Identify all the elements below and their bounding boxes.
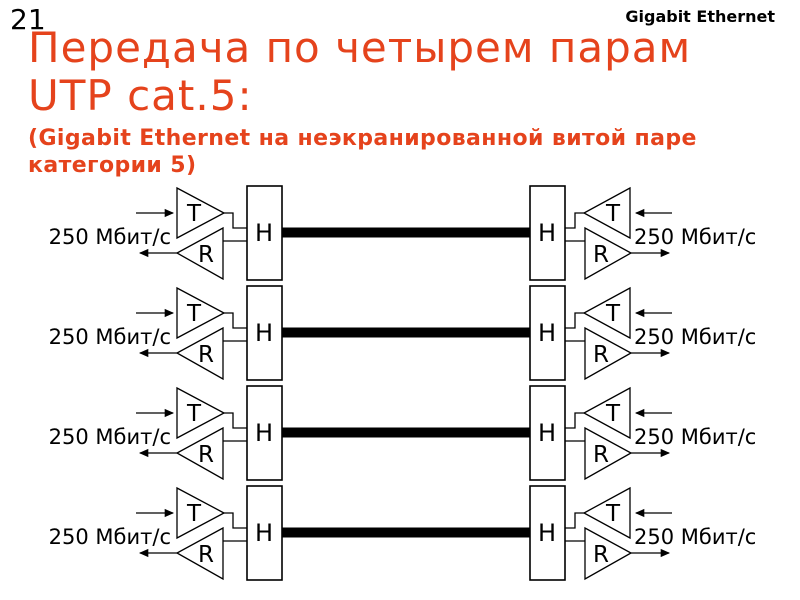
left-transmitter-link <box>224 212 247 229</box>
left-hybrid-label: H <box>255 219 273 247</box>
title-line-2: UTP cat.5: <box>28 71 253 120</box>
right-transmitter-triangle <box>582 286 631 340</box>
right-transmitter-link <box>565 412 584 429</box>
left-transmitter-triangle <box>176 386 226 440</box>
left-transmitter-triangle <box>176 286 226 340</box>
utp-pair-row-3: 250 Мбит/с T R H H T R 250 Мбит/с <box>49 385 756 481</box>
right-hybrid-box <box>529 485 566 581</box>
right-rate-label: 250 Мбит/с <box>634 225 756 249</box>
left-hybrid-box <box>246 385 283 481</box>
slide-title: Передача по четырем парам UTP cat.5: <box>28 24 691 120</box>
left-hybrid-label: H <box>255 519 273 547</box>
right-transmitter-label: T <box>605 201 621 227</box>
left-hybrid-label: H <box>255 419 273 447</box>
left-receiver-label: R <box>198 342 214 368</box>
right-hybrid-box <box>529 285 566 381</box>
left-transmitter-label: T <box>186 201 202 227</box>
slide-subtitle: (Gigabit Ethernet на неэкранированной ви… <box>28 125 697 179</box>
right-transmitter-link <box>565 212 584 229</box>
left-receiver-triangle <box>175 426 224 481</box>
right-transmitter-link <box>565 512 584 529</box>
right-hybrid-label: H <box>538 219 556 247</box>
right-transmitter-label: T <box>605 501 621 527</box>
right-receiver-triangle <box>584 526 633 581</box>
right-rate-label: 250 Мбит/с <box>634 425 756 449</box>
header-topic-label: Gigabit Ethernet <box>625 7 775 26</box>
right-hybrid-box <box>529 385 566 481</box>
right-hybrid-box <box>529 185 566 281</box>
right-transmitter-triangle <box>582 486 631 540</box>
left-receiver-label: R <box>198 242 214 268</box>
right-receiver-label: R <box>593 342 609 368</box>
left-rate-label: 250 Мбит/с <box>49 425 171 449</box>
right-receiver-label: R <box>593 242 609 268</box>
utp-pair-row-4: 250 Мбит/с T R H H T R 250 Мбит/с <box>49 485 756 581</box>
left-transmitter-link <box>224 512 247 529</box>
right-receiver-triangle <box>584 226 633 281</box>
left-transmitter-link <box>224 312 247 329</box>
right-receiver-triangle <box>584 326 633 381</box>
right-hybrid-label: H <box>538 319 556 347</box>
right-receiver-triangle <box>584 426 633 481</box>
left-hybrid-box <box>246 185 283 281</box>
utp-pair-row-2: 250 Мбит/с T R H H T R 250 Мбит/с <box>49 285 756 381</box>
utp-pair-row-1: 250 Мбит/с T R H H T R 250 Мбит/с <box>49 185 756 281</box>
left-receiver-label: R <box>198 542 214 568</box>
left-receiver-triangle <box>175 326 224 381</box>
right-transmitter-label: T <box>605 301 621 327</box>
left-transmitter-triangle <box>176 186 226 240</box>
left-receiver-triangle <box>175 226 224 281</box>
right-hybrid-label: H <box>538 519 556 547</box>
right-hybrid-label: H <box>538 419 556 447</box>
left-rate-label: 250 Мбит/с <box>49 225 171 249</box>
right-receiver-label: R <box>593 442 609 468</box>
title-line-1: Передача по четырем парам <box>28 23 692 72</box>
left-hybrid-label: H <box>255 319 273 347</box>
left-transmitter-label: T <box>186 501 202 527</box>
left-transmitter-label: T <box>186 301 202 327</box>
left-receiver-label: R <box>198 442 214 468</box>
left-transmitter-triangle <box>176 486 226 540</box>
left-rate-label: 250 Мбит/с <box>49 525 171 549</box>
right-receiver-label: R <box>593 542 609 568</box>
subtitle-line-2: категории 5) <box>28 153 197 178</box>
right-rate-label: 250 Мбит/с <box>634 325 756 349</box>
left-receiver-triangle <box>175 526 224 581</box>
right-rate-label: 250 Мбит/с <box>634 525 756 549</box>
slide-number: 21 <box>10 3 46 36</box>
right-transmitter-triangle <box>582 386 631 440</box>
left-transmitter-link <box>224 412 247 429</box>
subtitle-line-1: (Gigabit Ethernet на неэкранированной ви… <box>28 126 697 151</box>
right-transmitter-label: T <box>605 401 621 427</box>
left-rate-label: 250 Мбит/с <box>49 325 171 349</box>
right-transmitter-triangle <box>582 186 631 240</box>
right-transmitter-link <box>565 312 584 329</box>
left-transmitter-label: T <box>186 401 202 427</box>
